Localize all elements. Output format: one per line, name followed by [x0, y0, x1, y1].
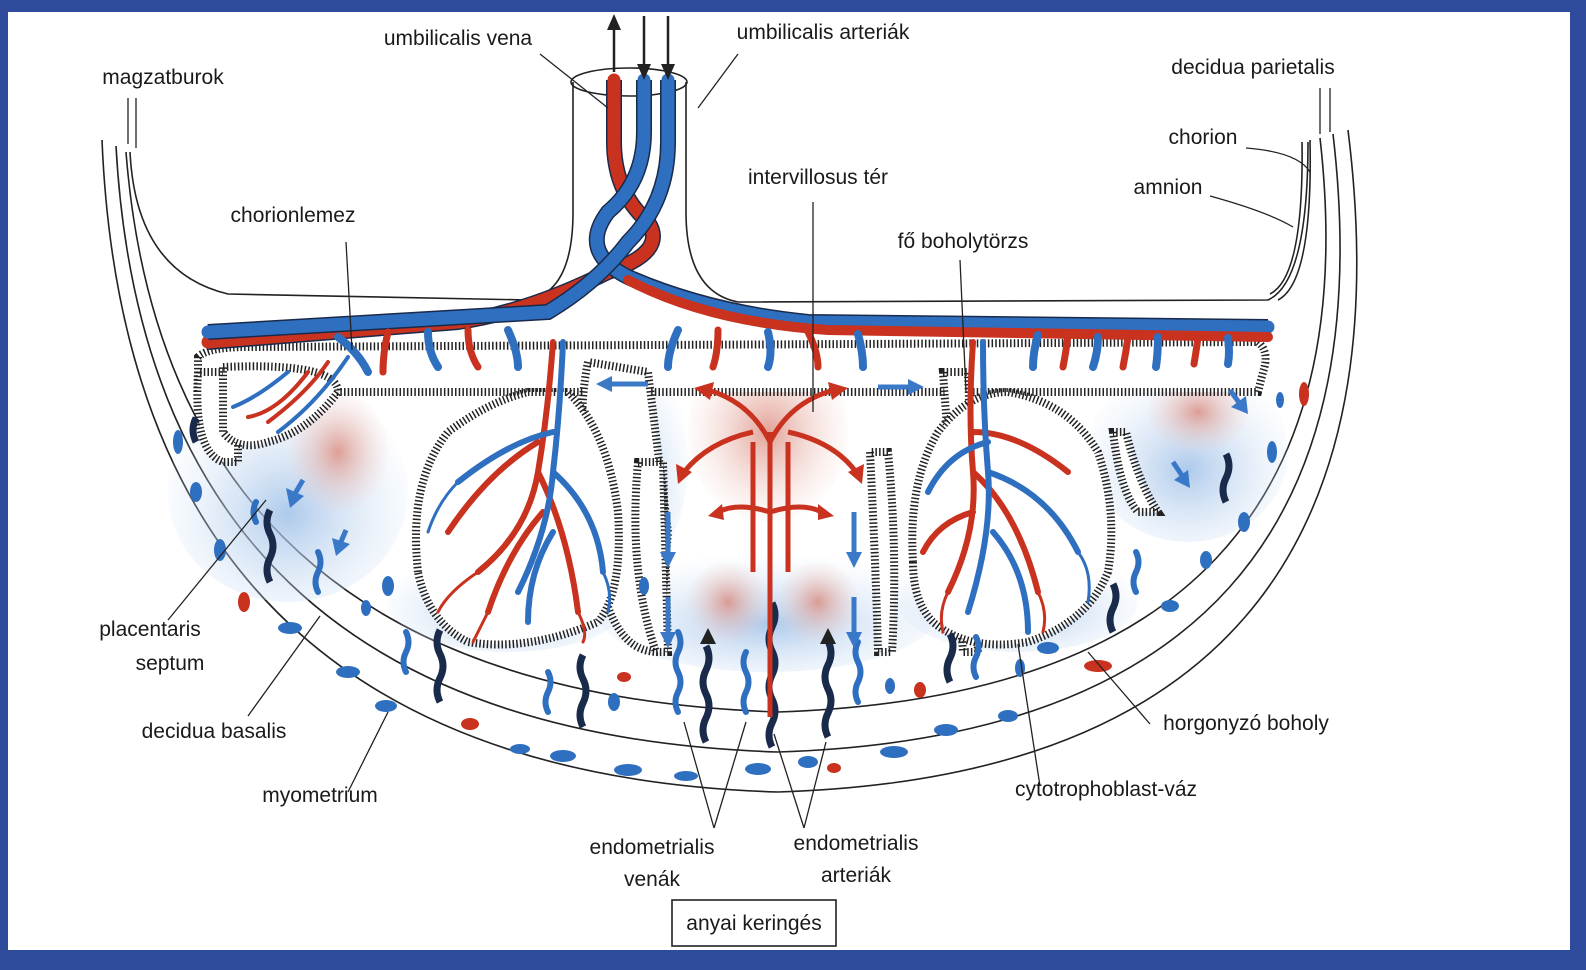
label-placentaris: placentaris — [99, 618, 201, 641]
umbilical-cord-top — [570, 67, 688, 97]
label-chorionlemez: chorionlemez — [231, 204, 356, 227]
villous-tree-left — [219, 355, 350, 450]
label-umbilicalis-vena: umbilicalis vena — [384, 27, 533, 50]
chorion-line — [1277, 139, 1312, 301]
umbilical-artery-1 — [590, 73, 1275, 334]
leader-lines — [127, 53, 1331, 829]
label-septum: septum — [136, 652, 205, 675]
label-umbilicalis-arteriak: umbilicalis arteriák — [737, 21, 910, 44]
umbilical-artery-2 — [201, 73, 675, 339]
umbilical-vessels — [201, 14, 1275, 376]
amniotic-cavity-outline — [129, 82, 1309, 303]
label-cytotrophoblast-vaz: cytotrophoblast-váz — [1015, 778, 1197, 801]
decidual-vessels — [173, 382, 1309, 781]
chorionic-plate — [194, 337, 1270, 396]
diagram-frame: umbilicalis vena umbilicalis arteriák ma… — [8, 12, 1570, 950]
labels: umbilicalis vena umbilicalis arteriák ma… — [99, 21, 1335, 891]
label-chorion: chorion — [1169, 126, 1238, 149]
label-amnion: amnion — [1134, 176, 1203, 199]
label-endometrialis-venak-2: venák — [624, 868, 681, 891]
label-fo-boholytorzs: fő boholytörzs — [898, 230, 1029, 253]
label-horgonyzo-boholy: horgonyzó boholy — [1163, 712, 1329, 735]
amnion-line — [1269, 141, 1303, 295]
maternal-arterial-jet — [676, 382, 864, 717]
label-endometrialis-arteriak-1: endometrialis — [794, 832, 919, 855]
spiral-veins — [250, 499, 1142, 715]
label-anyai-keringes: anyai keringés — [686, 912, 821, 935]
intervillous-flow-arrows — [286, 376, 1248, 648]
label-magzatburok: magzatburok — [102, 66, 224, 89]
chorionic-plate-band — [194, 337, 1270, 396]
label-myometrium: myometrium — [262, 784, 378, 807]
label-intervillosus-ter: intervillosus tér — [748, 166, 888, 189]
label-endometrialis-venak-1: endometrialis — [590, 836, 715, 859]
maternal-circulation-box: anyai keringés — [671, 899, 837, 947]
placenta-diagram: umbilicalis vena umbilicalis arteriák ma… — [99, 14, 1358, 947]
label-decidua-basalis: decidua basalis — [142, 720, 287, 743]
villous-tree-center-left — [412, 339, 623, 649]
label-decidua-parietalis: decidua parietalis — [1171, 56, 1334, 79]
label-endometrialis-arteriak-2: arteriák — [821, 864, 892, 887]
